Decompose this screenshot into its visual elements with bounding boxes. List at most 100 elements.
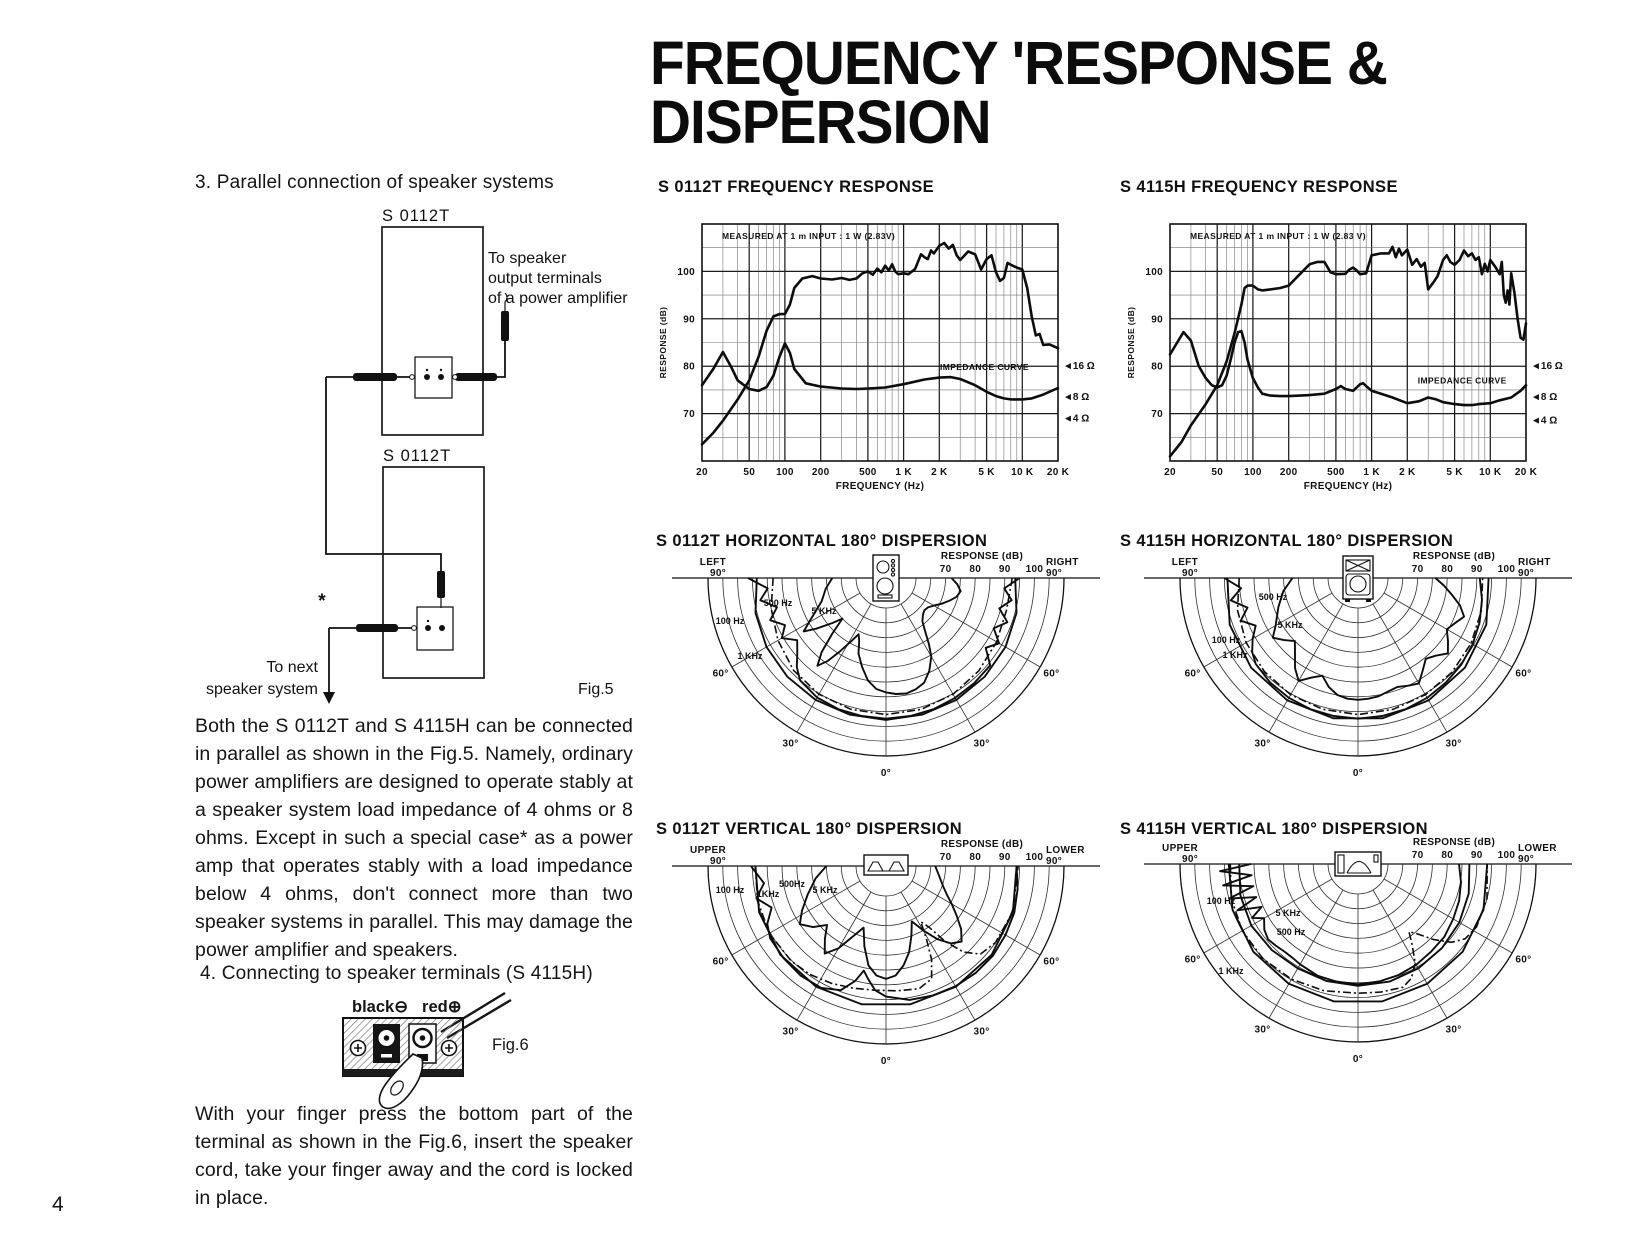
cable-plug [455,373,497,381]
page-title: FREQUENCY 'RESPONSE & DISPERSION [650,29,1388,156]
chart-text: 200 [1280,467,1298,478]
grid-arc [1327,577,1389,609]
chart-text: 90° [710,568,726,579]
curve-5 KHz [798,865,963,980]
chart-text: 90 [999,852,1011,863]
curve-impedance [1168,329,1528,407]
chart-text: 0° [1353,768,1363,779]
fingernail [390,1080,404,1096]
wire [504,292,508,311]
grid-spoke [900,891,976,1021]
chart-text: 0° [881,768,891,779]
chart-text: 90° [1518,854,1534,865]
chart-text: 90 [999,564,1011,575]
chart-text: 30° [1445,738,1461,749]
chart-title: S 0112T VERTICAL 180° DISPERSION [656,820,963,838]
chart-text: 60° [1043,669,1059,680]
chart-text: 500Hz [779,879,806,889]
lug [409,374,415,380]
page-title-line2: DISPERSION [650,88,992,156]
curve-500 Hz [1238,863,1471,987]
lug [452,374,458,380]
grid-spoke [1268,889,1344,1019]
chart-text: 5 K [978,467,995,478]
terminal-dot [438,374,444,380]
chart-text: 60° [1043,957,1059,968]
grid-spoke [1203,592,1333,668]
curve-response [700,241,1060,446]
chart-text: IMPEDANCE CURVE [1418,376,1507,386]
chart-title: S 0112T HORIZONTAL 180° DISPERSION [656,532,988,550]
chart-title: S 4115H VERTICAL 180° DISPERSION [1120,820,1428,838]
chart-text: 100 [1244,467,1262,478]
speaker2-terminal-panel [416,606,454,651]
chart-text: 5 KHz [1275,908,1301,918]
chart-text: LOWER [1046,845,1085,856]
chart-text: 100 [1145,267,1163,278]
chart-text: MEASURED AT 1 m INPUT : 1 W (2.83V) [722,231,895,241]
chart-text: 20 K [1515,467,1538,478]
chart-text: 100 Hz [716,616,745,626]
curve-1 KHz [1229,863,1488,994]
chart-text: 60° [1185,669,1201,680]
chart-text: 50 [1211,467,1223,478]
s0112t-front-speaker-icon [872,554,900,602]
chart-text: 90 [1471,850,1483,861]
grid-spoke [1372,603,1448,733]
paragraph-terminal-instructions: With your finger press the bottom part o… [195,1103,633,1209]
chart-text: 90° [1518,568,1534,579]
curve-500 Hz [1223,577,1483,720]
page-title-line1: FREQUENCY 'RESPONSE & [650,29,1388,97]
chart-text: 30° [1254,738,1270,749]
chart-text: 0° [1353,1054,1363,1065]
speaker2-box [382,466,485,679]
chart-title: S 4115H HORIZONTAL 180° DISPERSION [1120,532,1454,550]
chart-text: 1KHz [757,889,780,899]
chart-text: 5 KHz [811,606,837,616]
s4115h-front-speaker-icon [1342,555,1374,602]
curve-1 KHz [770,577,1013,716]
chart-text: 1 K [895,467,912,478]
chart-text: 90 [1151,314,1163,325]
lug [411,625,417,631]
chart-text: 30° [973,738,989,749]
chart-text: 1 KHz [1218,966,1244,976]
paragraph-parallel-connection: Both the S 0112T and S 4115H can be conn… [195,715,633,961]
wire [452,341,506,378]
chart-text: RESPONSE (dB) [658,307,668,379]
curve-5 KHz [1271,577,1466,701]
chart-text: 2 K [1399,467,1416,478]
chart-text: 20 [1164,467,1176,478]
chart-text: 90° [710,856,726,867]
chart-text: ◄8 Ω [1531,392,1557,403]
asterisk-mark: * [318,591,326,612]
fig5-caption: Fig.5 [578,681,614,698]
chart-text: UPPER [1162,843,1198,854]
chart-text: 60° [713,957,729,968]
black-terminal-label: black⊖ [352,998,409,1016]
chart-text: RESPONSE (dB) [1413,552,1495,562]
curve-500 Hz [747,577,1021,720]
chart-text: ◄16 Ω [1531,361,1563,372]
chart-text: FREQUENCY (Hz) [836,481,924,492]
plot-frame [1169,223,1527,462]
chart-text: 80 [969,564,981,575]
next-speaker-line1: To next [266,659,318,676]
red-terminal-hole [419,1035,426,1041]
amp-label-line1: To speaker [488,250,567,267]
curve-response [1168,245,1528,458]
chart-text: 70 [940,564,952,575]
chart-text: 80 [969,852,981,863]
chart-text: 30° [1445,1024,1461,1035]
grid-spoke [1372,889,1448,1019]
curve-impedance [700,342,1060,401]
chart-text: 30° [782,1026,798,1037]
chart-text: 60° [1185,955,1201,966]
chart-text: RIGHT [1518,557,1551,568]
s4115h-side-speaker-icon [1334,851,1382,877]
